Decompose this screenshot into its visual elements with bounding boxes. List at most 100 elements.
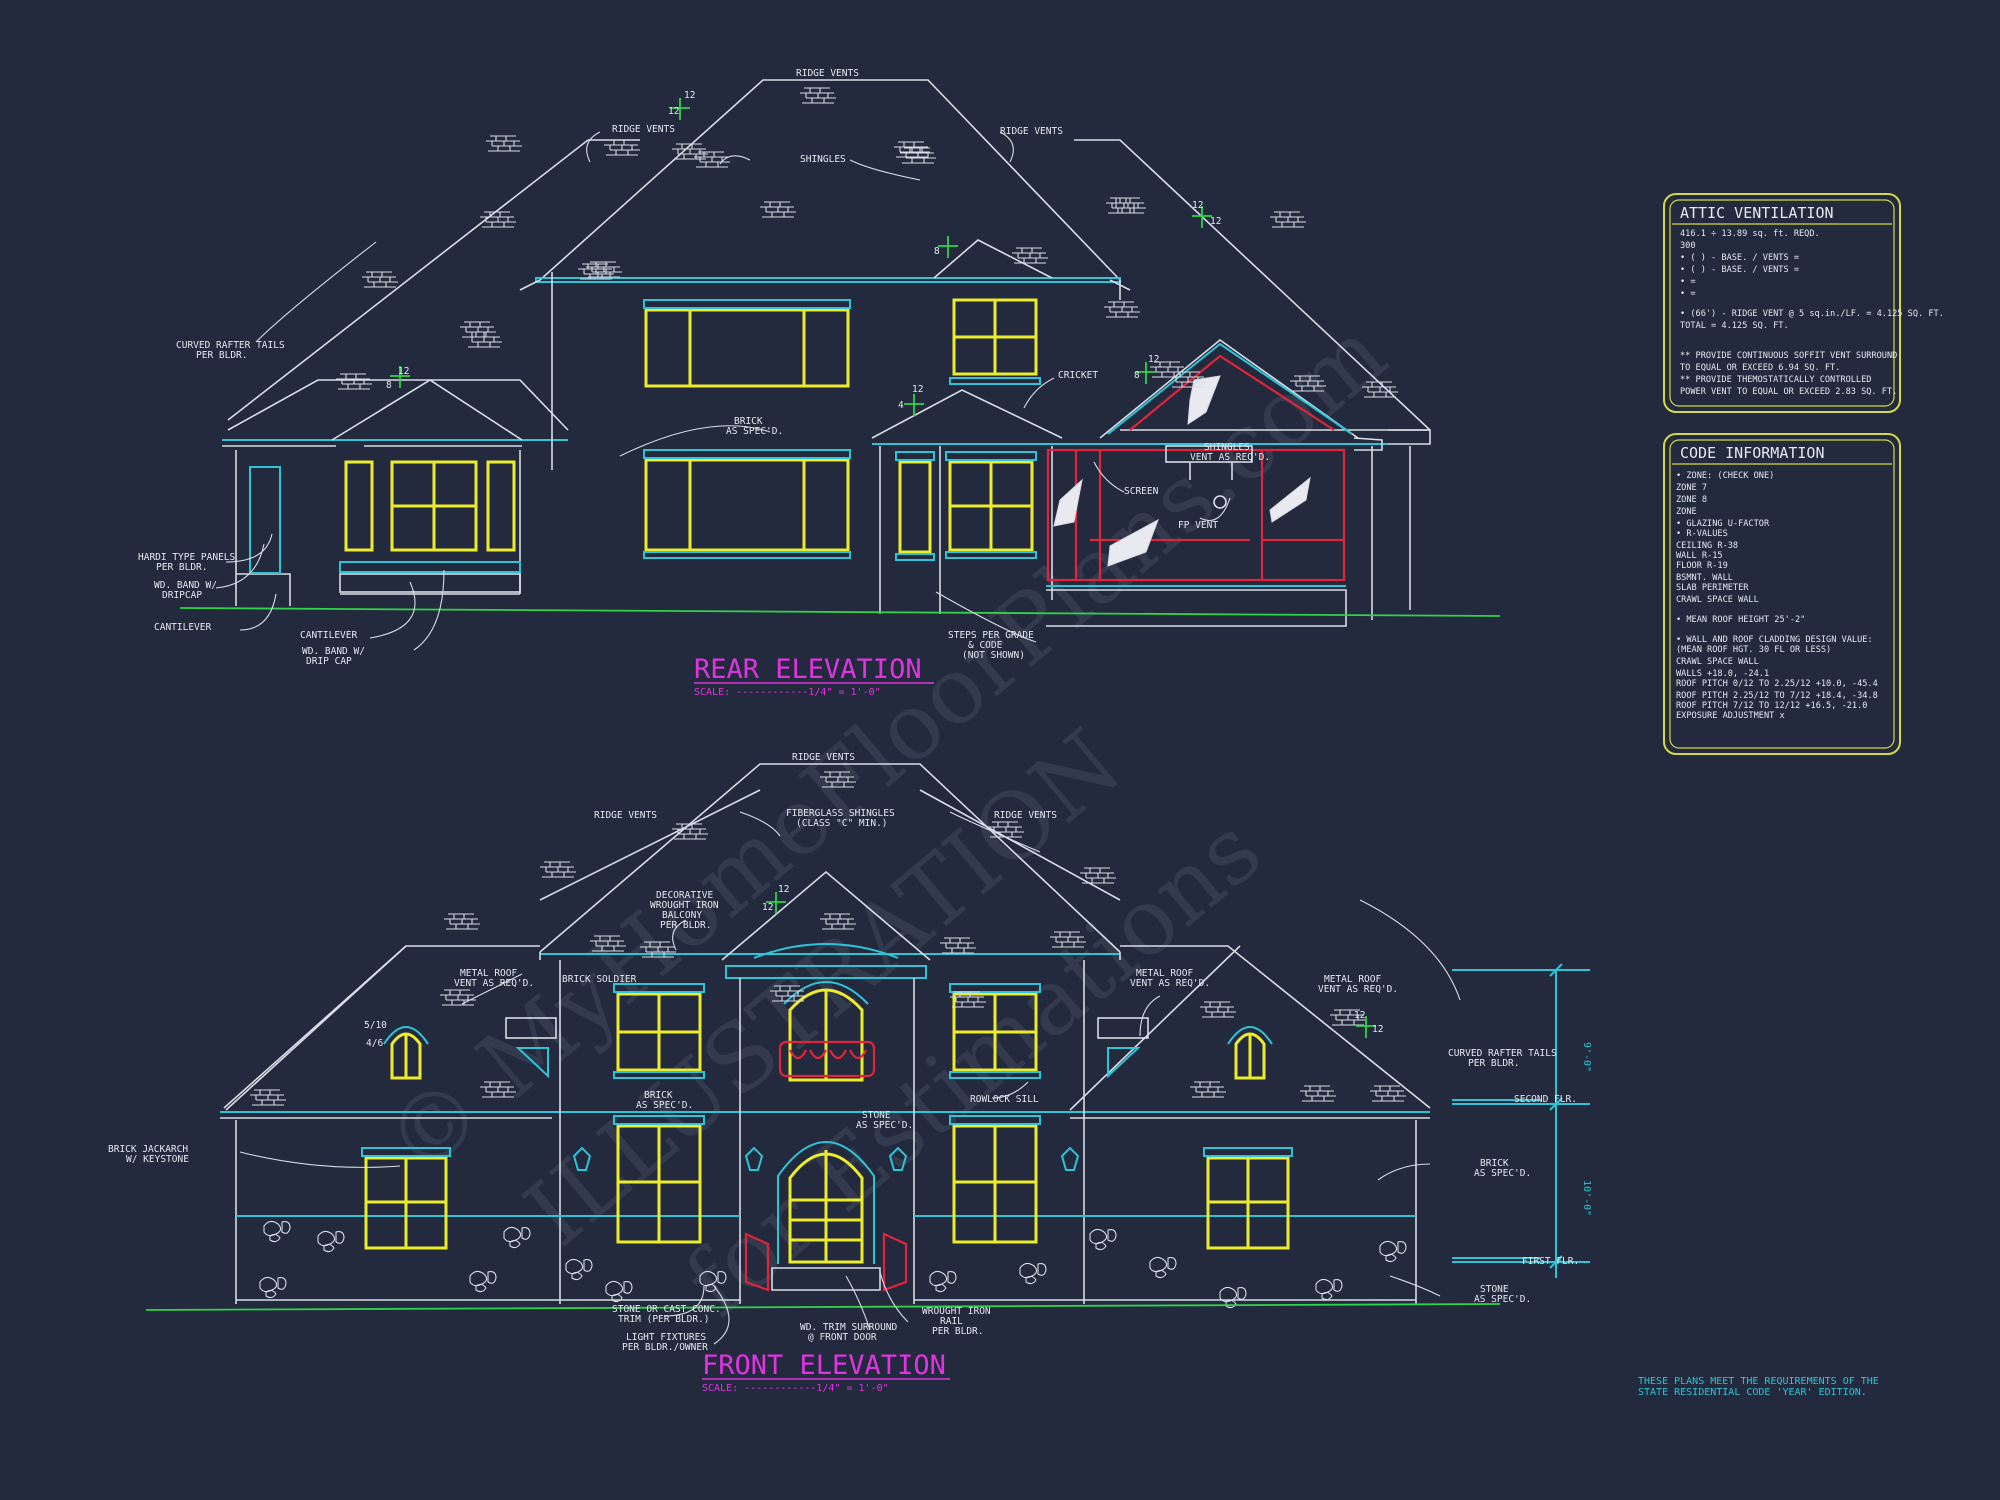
rear-pitch-8a: 8 [934,246,940,257]
rear-wd-4: DRIP CAP [306,656,352,667]
rear-pitch-12a: 12 [684,90,695,101]
attic-line-1: 416.1 ÷ 13.89 sq. ft. REQD. [1680,229,1820,239]
rear-pitch-12d: 12 [1210,216,1221,227]
front-metal-roof-4: VENT AS REQ'D. [1130,978,1210,989]
rear-wd-1: WD. BAND W/ [154,580,217,591]
rear-steps-1: STEPS PER GRADE [948,630,1034,641]
note-line-1: THESE PLANS MEET THE REQUIREMENTS OF THE [1638,1376,1879,1387]
rear-screen-porch [1046,375,1346,582]
front-elevation: 9'-0" 10'-0" 12 12 12 12 5/10 4/6 RIDGE … [108,752,1592,1394]
front-pitch-12a: 12 [778,884,789,895]
attic-line-7: • (66') - RIDGE VENT @ 5 sq.in./LF. = 4.… [1680,309,1944,319]
front-wd-trim-2: @ FRONT DOOR [808,1332,877,1343]
front-dim-10ft: 10'-0" [1581,1180,1592,1216]
rear-ridge-right: RIDGE VENTS [1000,126,1063,137]
rear-brick-patches [335,85,1403,403]
front-grade-line [145,1303,1501,1311]
rear-pitch-symbols: 12 12 8 12 12 8 12 4 12 8 12 [386,90,1221,416]
code-line-21: EXPOSURE ADJUSTMENT x [1676,711,1785,721]
attic-line-6: • = [1680,289,1696,299]
attic-line-3: • ( ) - BASE. / VENTS = [1680,253,1799,263]
front-wd-trim-1: WD. TRIM SURROUND [800,1322,898,1333]
code-line-20: ROOF PITCH 7/12 TO 12/12 +16.5, -21.0 [1676,701,1867,711]
front-pitch-symbols: 12 12 12 12 5/10 4/6 [364,884,1383,1049]
front-stone-2: AS SPEC'D. [856,1120,913,1131]
front-fiberglass-2: (CLASS "C" MIN.) [796,818,888,829]
attic-line-8: TOTAL = 4.125 SQ. FT. [1680,321,1789,331]
front-brick-2: AS SPEC'D. [636,1100,693,1111]
front-deco-1: DECORATIVE [656,890,713,901]
front-wrought-1: WROUGHT IRON [922,1306,991,1317]
front-stone-3: STONE [1480,1284,1509,1295]
rear-leaders [215,131,1231,651]
rear-wd-2: DRIPCAP [162,590,202,601]
rear-ridge-left: RIDGE VENTS [612,124,675,135]
front-wrought-2: RAIL [940,1316,963,1327]
front-light-2: PER BLDR./OWNER [622,1342,708,1353]
front-pitch-12d: 12 [1372,1024,1383,1035]
front-walls [235,960,1417,1304]
code-line-1: • ZONE: (CHECK ONE) [1676,471,1774,481]
front-wrought-3: PER BLDR. [932,1326,983,1337]
code-line-18: ROOF PITCH 0/12 TO 2.25/12 +10.0, -45.4 [1676,679,1878,689]
front-ridge-right: RIDGE VENTS [994,810,1057,821]
rear-hardi-2: PER BLDR. [156,562,207,573]
code-line-10: BSMNT. WALL [1676,573,1733,583]
rear-walls [235,426,1411,627]
rear-brick-1: BRICK [734,416,763,427]
front-stone-4: AS SPEC'D. [1474,1294,1531,1305]
front-ridge-left: RIDGE VENTS [594,810,657,821]
rear-elevation-title: REAR ELEVATION [694,654,922,685]
front-stone-1: STONE [862,1110,891,1121]
front-pitch-5-10: 5/10 [364,1020,387,1031]
code-line-3: ZONE 8 [1676,495,1707,505]
attic-line-12: POWER VENT TO EQUAL OR EXCEED 2.83 SQ. F… [1680,387,1897,397]
front-soc-2: TRIM (PER BLDR.) [618,1314,710,1325]
rear-steps-2: & CODE [968,640,1003,651]
rear-pitch-8c: 8 [1134,370,1140,381]
rear-wd-3: WD. BAND W/ [302,646,365,657]
front-soc-1: STONE OR CAST CONC. [612,1304,721,1315]
rear-screen: SCREEN [1124,486,1159,497]
front-brick-1: BRICK [644,1090,673,1101]
front-metal-roof-5: METAL ROOF [1324,974,1381,985]
attic-ventilation-panel: ATTIC VENTILATION 416.1 ÷ 13.89 sq. ft. … [1663,193,1944,413]
code-line-9: FLOOR R-19 [1676,561,1728,571]
code-line-12: CRAWL SPACE WALL [1676,595,1759,605]
front-jackarch-2: W/ KEYSTONE [126,1154,189,1165]
front-elevation-scale: SCALE: ------------1/4" = 1'-0" [702,1383,889,1394]
code-line-13: • MEAN ROOF HEIGHT 25'-2" [1676,615,1805,625]
code-line-5: • GLAZING U-FACTOR [1676,519,1770,529]
rear-labels: RIDGE VENTS RIDGE VENTS RIDGE VENTS SHIN… [138,68,1270,667]
front-pitch-12c: 12 [1354,1010,1365,1021]
front-deco-3: BALCONY [662,910,702,921]
rear-steps-3: (NOT SHOWN) [962,650,1025,661]
code-line-4: ZONE [1676,507,1697,517]
code-line-7: CEILING R-38 [1676,541,1738,551]
code-information-panel: CODE INFORMATION • ZONE: (CHECK ONE) ZON… [1663,433,1901,755]
rear-hardi-1: HARDI TYPE PANELS [138,552,236,563]
front-dim-9ft: 9'-0" [1581,1042,1592,1072]
front-curved-1: CURVED RAFTER TAILS [1448,1048,1557,1059]
rear-cricket: CRICKET [1058,370,1098,381]
front-metal-roof-1: METAL ROOF [460,968,517,979]
rear-fp-vent: FP VENT [1178,520,1218,531]
front-second-floor: SECOND FLR. [1514,1094,1577,1105]
front-rowlock: ROWLOCK SILL [970,1094,1039,1105]
rear-curved-1: CURVED RAFTER TAILS [176,340,285,351]
rear-curved-2: PER BLDR. [196,350,247,361]
rear-windows [344,298,1041,561]
front-brick-soldier: BRICK SOLDIER [562,974,637,985]
attic-line-10: TO EQUAL OR EXCEED 6.94 SQ. FT. [1680,363,1840,373]
rear-cantilever-2: CANTILEVER [300,630,357,641]
code-line-11: SLAB PERIMETER [1676,583,1749,593]
front-deco-2: WROUGHT IRON [650,900,719,911]
rear-pitch-12b: 12 [668,106,679,117]
rear-pitch-12e: 12 [398,366,409,377]
front-first-floor: FIRST FLR. [1522,1256,1579,1267]
code-line-2: ZONE 7 [1676,483,1707,493]
attic-line-11: ** PROVIDE THEMOSTATICALLY CONTROLLED [1680,375,1871,385]
front-deco-4: PER BLDR. [660,920,711,931]
code-line-19: ROOF PITCH 2.25/12 TO 7/12 +18.4, -34.8 [1676,691,1878,701]
